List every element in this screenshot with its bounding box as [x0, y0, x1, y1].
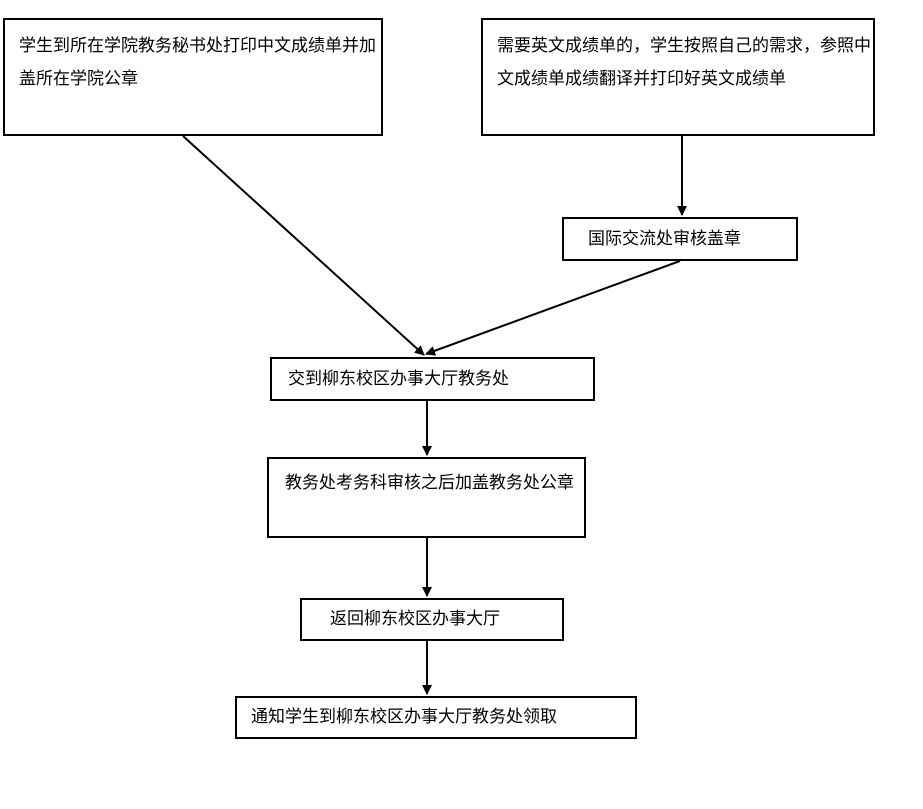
- step-print-chinese-transcript-text: 学生到所在学院教务秘书处打印中文成绩单并加盖所在学院公章: [19, 36, 376, 89]
- step-submit-office-text: 交到柳东校区办事大厅教务处: [288, 369, 509, 389]
- step-english-transcript: 需要英文成绩单的，学生按照自己的需求，参照中文成绩单成绩翻译并打印好英文成绩单: [481, 18, 875, 136]
- step-international-review: 国际交流处审核盖章: [562, 217, 798, 261]
- step-submit-office: 交到柳东校区办事大厅教务处: [270, 357, 595, 401]
- step-return-hall-text: 返回柳东校区办事大厅: [330, 609, 500, 629]
- step-notify-student-text: 通知学生到柳东校区办事大厅教务处领取: [251, 707, 557, 727]
- step-return-hall: 返回柳东校区办事大厅: [300, 598, 564, 641]
- step-international-review-text: 国际交流处审核盖章: [588, 229, 741, 249]
- step-academic-review: 教务处考务科审核之后加盖教务处公章: [267, 457, 586, 538]
- arrow-intl-to-submit: [425, 260, 681, 356]
- step-english-transcript-text: 需要英文成绩单的，学生按照自己的需求，参照中文成绩单成绩翻译并打印好英文成绩单: [497, 36, 871, 89]
- step-print-chinese-transcript: 学生到所在学院教务秘书处打印中文成绩单并加盖所在学院公章: [3, 18, 383, 136]
- step-academic-review-text: 教务处考务科审核之后加盖教务处公章: [285, 473, 574, 493]
- step-notify-student: 通知学生到柳东校区办事大厅教务处领取: [235, 696, 637, 739]
- arrow-print-to-submit: [182, 135, 425, 356]
